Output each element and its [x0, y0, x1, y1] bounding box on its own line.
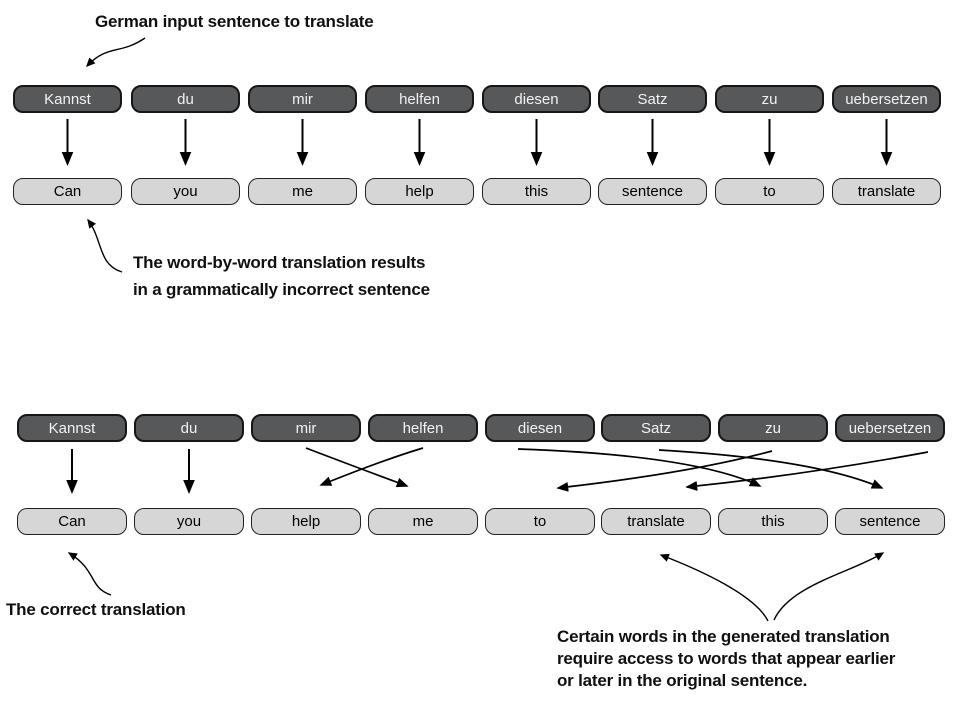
- english-word-box: help: [365, 178, 474, 205]
- english-word-box: me: [368, 508, 478, 535]
- alignment-arrow: [556, 450, 773, 492]
- german-word-box: Kannst: [13, 85, 122, 113]
- english-word-box: to: [715, 178, 824, 205]
- english-word-box: Can: [17, 508, 127, 535]
- german-word-box: diesen: [482, 85, 591, 113]
- english-word-box: to: [485, 508, 595, 535]
- alignment-arrow: [685, 451, 929, 491]
- english-word-box: this: [718, 508, 828, 535]
- annotation-german-input: German input sentence to translate: [95, 12, 374, 31]
- alignment-arrow: [305, 447, 409, 488]
- german-word-box: diesen: [485, 414, 595, 442]
- annotation-arrow-word-by-word: [87, 218, 123, 273]
- german-word-box: mir: [248, 85, 357, 113]
- english-word-box: translate: [601, 508, 711, 535]
- annotation-arrow-attention-left: [659, 553, 769, 622]
- german-word-box: zu: [715, 85, 824, 113]
- annotation-arrow-attention-right: [773, 552, 885, 621]
- english-word-box: you: [131, 178, 240, 205]
- german-word-box: du: [131, 85, 240, 113]
- german-word-box: du: [134, 414, 244, 442]
- german-word-box: zu: [718, 414, 828, 442]
- english-word-box: translate: [832, 178, 941, 205]
- german-word-box: Satz: [601, 414, 711, 442]
- german-word-box: Kannst: [17, 414, 127, 442]
- english-word-box: help: [251, 508, 361, 535]
- annotation-correct: The correct translation: [6, 600, 186, 619]
- alignment-arrow: [658, 449, 884, 489]
- annotation-attention-line2: require access to words that appear earl…: [557, 649, 896, 668]
- german-word-box: mir: [251, 414, 361, 442]
- annotation-attention-line1: Certain words in the generated translati…: [557, 627, 890, 646]
- annotation-word-by-word-line1: The word-by-word translation results: [133, 253, 426, 272]
- german-word-box: helfen: [365, 85, 474, 113]
- german-word-box: Satz: [598, 85, 707, 113]
- german-word-box: uebersetzen: [835, 414, 945, 442]
- alignment-arrow: [319, 447, 424, 486]
- word-by-word-arrows: [61, 119, 893, 166]
- english-word-box: sentence: [835, 508, 945, 535]
- alignment-arrows: [66, 447, 929, 494]
- annotation-attention-line3: or later in the original sentence.: [557, 671, 808, 690]
- english-word-box: this: [482, 178, 591, 205]
- english-word-box: you: [134, 508, 244, 535]
- german-word-box: helfen: [368, 414, 478, 442]
- alignment-arrow: [517, 448, 762, 487]
- english-word-box: me: [248, 178, 357, 205]
- annotation-word-by-word-line2: in a grammatically incorrect sentence: [133, 280, 430, 299]
- annotation-word-by-word: The word-by-word translation results in …: [133, 249, 430, 303]
- annotation-attention: Certain words in the generated translati…: [557, 626, 895, 692]
- english-word-box: Can: [13, 178, 122, 205]
- english-word-box: sentence: [598, 178, 707, 205]
- annotation-arrow-german-input: [86, 37, 146, 68]
- german-word-box: uebersetzen: [832, 85, 941, 113]
- annotation-arrow-correct: [67, 552, 112, 596]
